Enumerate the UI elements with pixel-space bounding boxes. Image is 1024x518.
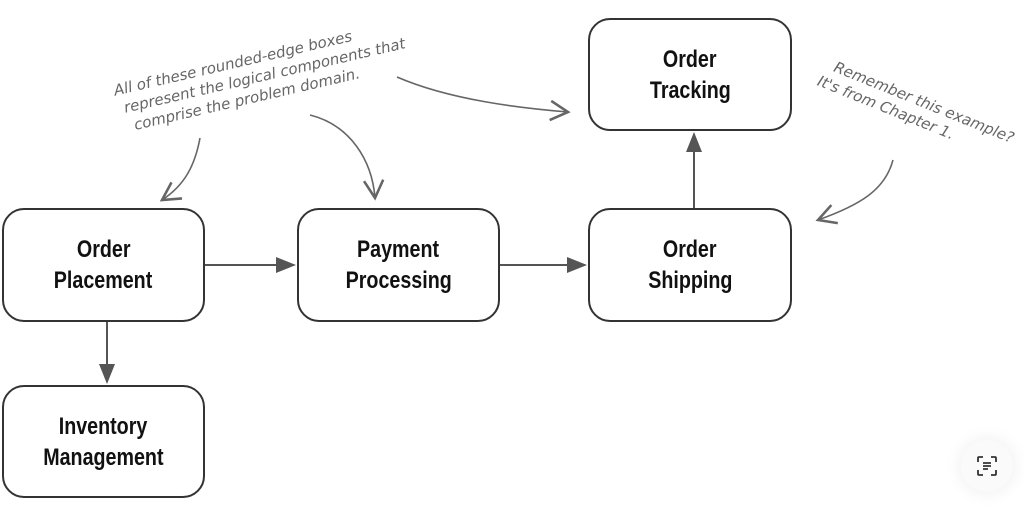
box-payment-processing: Payment Processing (297, 208, 500, 322)
box-order-tracking: Order Tracking (588, 18, 792, 131)
box-label: Order (76, 236, 131, 263)
box-order-placement: Order Placement (2, 208, 205, 322)
box-label: Processing (345, 267, 452, 294)
box-label: Payment (357, 236, 440, 263)
text-scan-button[interactable] (961, 440, 1013, 492)
box-label: Tracking (649, 76, 731, 104)
note-arrow-to-shipping (815, 159, 894, 225)
box-label: Order (663, 45, 717, 73)
note-arrow-to-placement (159, 137, 201, 202)
box-order-shipping: Order Shipping (588, 208, 792, 322)
box-label: Placement (54, 267, 153, 294)
box-inventory-management: Inventory Management (2, 385, 205, 498)
note-arrow-to-tracking (396, 76, 571, 122)
box-label: Order (663, 236, 717, 263)
box-label: Management (43, 443, 164, 471)
note-arrow-to-payment (309, 114, 385, 201)
text-scan-icon (977, 456, 997, 476)
box-label: Shipping (647, 267, 733, 294)
box-label: Inventory (59, 412, 148, 440)
